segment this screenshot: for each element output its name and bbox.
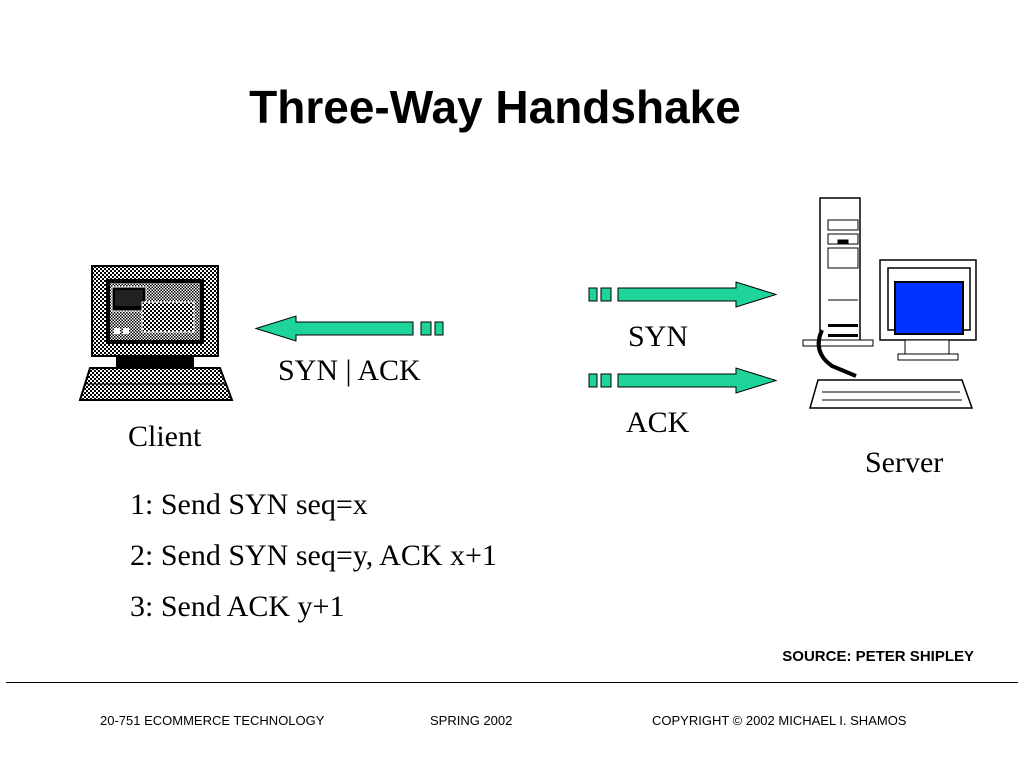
server-label: Server bbox=[865, 446, 944, 479]
footer-term: SPRING 2002 bbox=[430, 713, 513, 728]
client-label: Client bbox=[128, 420, 202, 453]
ack-label: ACK bbox=[626, 406, 690, 439]
syn-ack-label: SYN | ACK bbox=[278, 354, 421, 387]
server-computer-icon bbox=[802, 197, 977, 409]
syn-arrow bbox=[588, 281, 778, 308]
footer-copyright: COPYRIGHT © 2002 MICHAEL I. SHAMOS bbox=[652, 713, 907, 728]
slide-title: Three-Way Handshake bbox=[249, 81, 741, 133]
ack-arrow bbox=[588, 367, 778, 394]
step-2: 2: Send SYN seq=y, ACK x+1 bbox=[130, 539, 497, 572]
syn-ack-arrow bbox=[254, 315, 444, 342]
footer-divider bbox=[6, 682, 1018, 683]
syn-label: SYN bbox=[628, 320, 689, 353]
source-credit: SOURCE: PETER SHIPLEY bbox=[782, 648, 974, 665]
step-1: 1: Send SYN seq=x bbox=[130, 488, 368, 521]
client-computer-icon bbox=[78, 265, 234, 401]
footer-course: 20-751 ECOMMERCE TECHNOLOGY bbox=[100, 713, 325, 728]
step-3: 3: Send ACK y+1 bbox=[130, 590, 345, 623]
